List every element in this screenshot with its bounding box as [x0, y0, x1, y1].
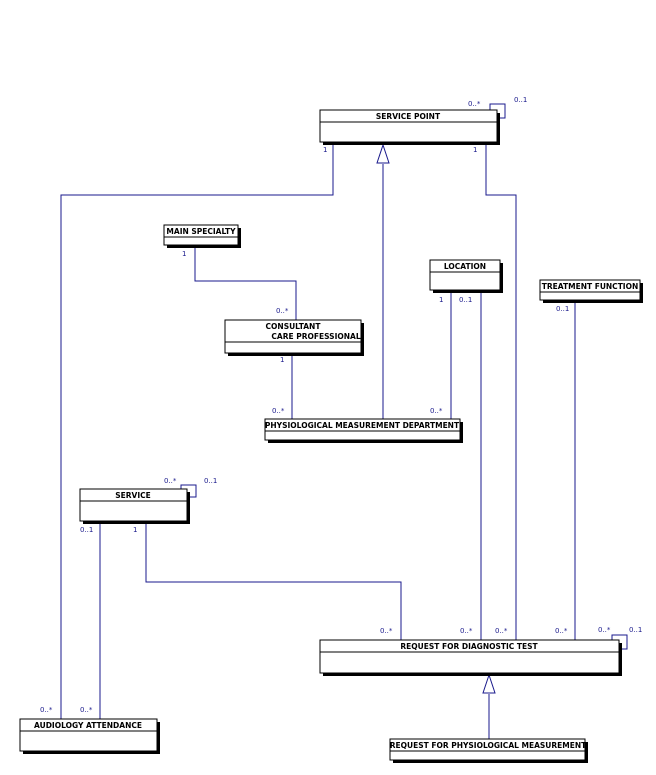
class-audiology-attendance[interactable]: AUDIOLOGY ATTENDANCE — [19, 718, 160, 754]
main-specialty-title: MAIN SPECIALTY — [166, 227, 236, 236]
class-physiological-measurement-department[interactable]: PHYSIOLOGICAL MEASUREMENT DEPARTMENT — [264, 418, 463, 443]
class-location[interactable]: LOCATION — [429, 259, 503, 293]
department-generalization-arrowhead — [376, 143, 390, 164]
service-point-self-association — [489, 103, 506, 119]
consultant-title-line2: CARE PROFESSIONAL — [271, 332, 360, 341]
class-request-for-physiological-measurement[interactable]: REQUEST FOR PHYSIOLOGICAL MEASUREMENT — [389, 738, 588, 763]
mult-location-one: 1 — [439, 296, 443, 304]
service-point-audiology-association — [60, 143, 334, 719]
mult-audiology-service-many: 0..* — [80, 706, 93, 714]
request-physiological-title: REQUEST FOR PHYSIOLOGICAL MEASUREMENT — [390, 741, 587, 750]
mult-department-location-many: 0..* — [430, 407, 443, 415]
request-generalization-arrowhead — [482, 673, 496, 694]
mult-request-service-point-many: 0..* — [495, 627, 508, 635]
mult-service-self-opt: 0..1 — [204, 477, 217, 485]
class-request-for-diagnostic-test[interactable]: REQUEST FOR DIAGNOSTIC TEST — [319, 639, 622, 676]
mult-department-consultant-many: 0..* — [272, 407, 285, 415]
request-self-association — [611, 634, 628, 650]
class-consultant-care-professional[interactable]: CONSULTANT CARE PROFESSIONAL — [224, 319, 364, 356]
service-title: SERVICE — [115, 491, 151, 500]
class-service-point[interactable]: SERVICE POINT — [319, 109, 500, 145]
multiplicity-labels: 0..* 0..1 1 1 1 0..* 1 0..* 0..* 1 0..1 … — [40, 96, 642, 714]
location-title: LOCATION — [444, 262, 486, 271]
mult-audiology-service-point-many: 0..* — [40, 706, 53, 714]
specialty-consultant-association — [194, 248, 297, 320]
service-request-association — [145, 522, 402, 640]
mult-consultant-one: 1 — [280, 356, 284, 364]
treatment-function-title: TREATMENT FUNCTION — [542, 282, 639, 291]
class-main-specialty[interactable]: MAIN SPECIALTY — [163, 224, 241, 248]
mult-service-self-many: 0..* — [164, 477, 177, 485]
mult-service-one: 1 — [133, 526, 137, 534]
mult-service-opt: 0..1 — [80, 526, 93, 534]
request-diagnostic-title: REQUEST FOR DIAGNOSTIC TEST — [400, 642, 538, 651]
mult-service-point-right-one: 1 — [473, 146, 477, 154]
mult-treatment-function-opt: 0..1 — [556, 305, 569, 313]
class-service[interactable]: SERVICE — [79, 488, 190, 524]
mult-service-point-self-opt: 0..1 — [514, 96, 527, 104]
mult-service-point-self-many: 0..* — [468, 100, 481, 108]
class-treatment-function[interactable]: TREATMENT FUNCTION — [539, 279, 643, 303]
service-point-title: SERVICE POINT — [376, 112, 441, 121]
mult-request-treatment-many: 0..* — [555, 627, 568, 635]
physiological-department-title: PHYSIOLOGICAL MEASUREMENT DEPARTMENT — [265, 421, 460, 430]
mult-request-location-many: 0..* — [460, 627, 473, 635]
connectors — [60, 103, 628, 739]
service-self-association — [180, 484, 197, 498]
consultant-title-line1: CONSULTANT — [266, 322, 322, 331]
audiology-attendance-title: AUDIOLOGY ATTENDANCE — [34, 721, 142, 730]
mult-request-self-many: 0..* — [598, 626, 611, 634]
mult-consultant-many: 0..* — [276, 307, 289, 315]
mult-main-specialty-one: 1 — [182, 250, 186, 258]
mult-location-opt: 0..1 — [459, 296, 472, 304]
mult-service-point-left-one: 1 — [323, 146, 327, 154]
service-point-request-association — [485, 143, 517, 640]
mult-request-service-many: 0..* — [380, 627, 393, 635]
mult-request-self-opt: 0..1 — [629, 626, 642, 634]
